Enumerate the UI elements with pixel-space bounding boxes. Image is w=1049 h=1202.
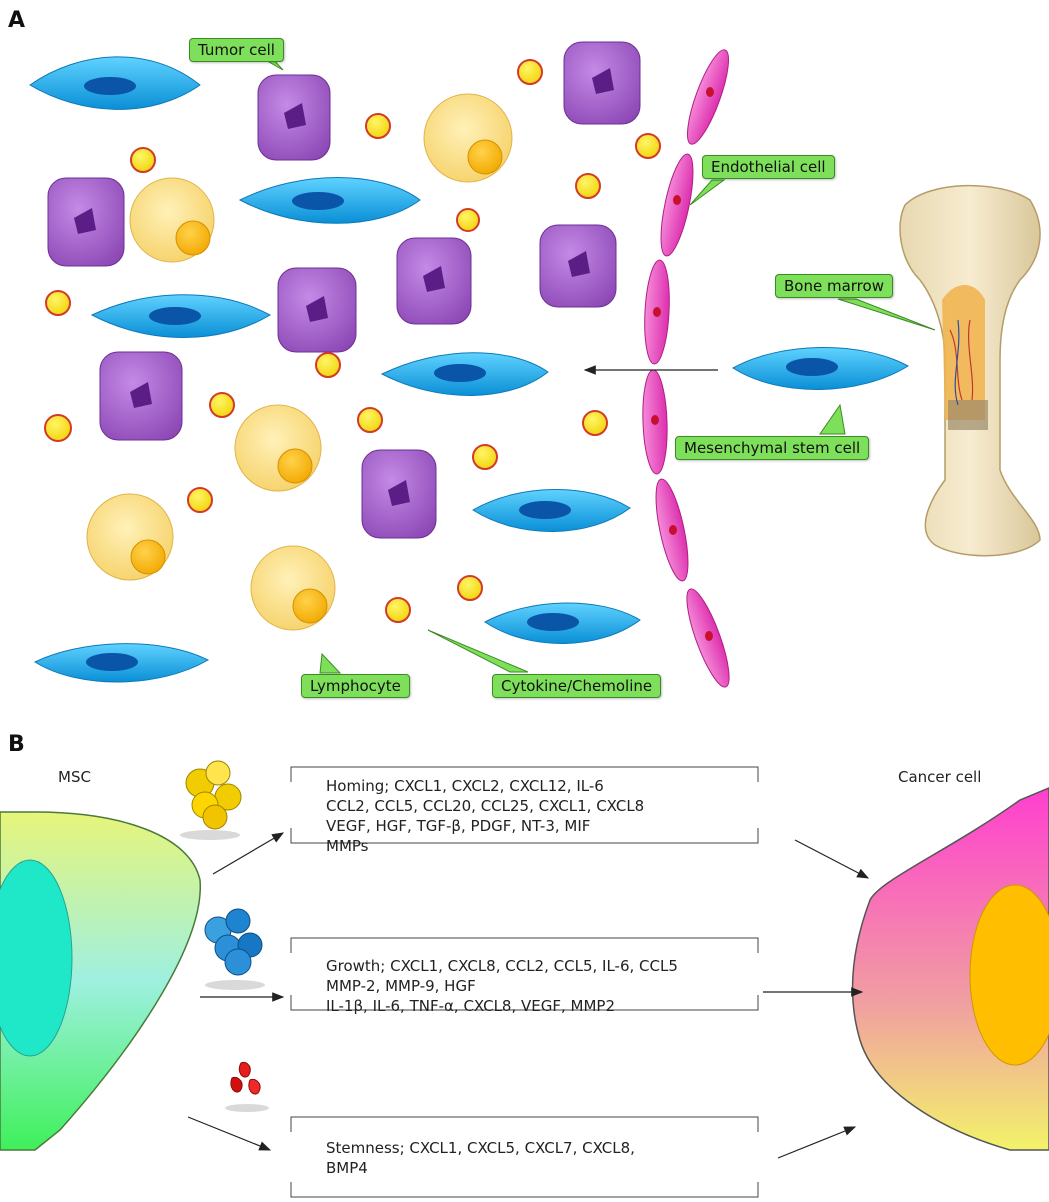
bone-marrow-label: Bone marrow xyxy=(775,274,893,298)
tumor-cell-label: Tumor cell xyxy=(189,38,284,62)
lymphocyte-label: Lymphocyte xyxy=(301,674,410,698)
mediator-line: Stemness; CXCL1, CXCL5, CXCL7, CXCL8, xyxy=(326,1138,635,1158)
bone-illustration xyxy=(900,186,1040,556)
tumor-cells xyxy=(48,42,640,538)
endothelial-cell-label: Endothelial cell xyxy=(702,155,835,179)
stemness-mediators: Stemness; CXCL1, CXCL5, CXCL7, CXCL8, BM… xyxy=(326,1138,635,1178)
mediator-line: IL-1β, IL-6, TNF-α, CXCL8, VEGF, MMP2 xyxy=(326,996,678,1016)
blue-molecule-icon xyxy=(205,909,265,990)
homing-mediators: Homing; CXCL1, CXCL2, CXCL12, IL-6 CCL2,… xyxy=(326,776,644,856)
growth-mediators: Growth; CXCL1, CXCL8, CCL2, CCL5, IL-6, … xyxy=(326,956,678,1016)
mediator-line: Homing; CXCL1, CXCL2, CXCL12, IL-6 xyxy=(326,776,644,796)
mediator-line: BMP4 xyxy=(326,1158,635,1178)
panel-b-letter: B xyxy=(8,732,25,757)
cancer-cell-label: Cancer cell xyxy=(898,768,981,786)
panel-a-letter: A xyxy=(8,8,25,33)
mesenchymal-stem-cell-label: Mesenchymal stem cell xyxy=(675,436,869,460)
mediator-line: CCL2, CCL5, CCL20, CCL25, CXCL1, CXCL8 xyxy=(326,796,644,816)
cancer-large-cell xyxy=(853,788,1049,1150)
mediator-line: Growth; CXCL1, CXCL8, CCL2, CCL5, IL-6, … xyxy=(326,956,678,976)
mediator-line: MMP-2, MMP-9, HGF xyxy=(326,976,678,996)
mediator-line: MMPs xyxy=(326,836,644,856)
msc-large-cell xyxy=(0,812,200,1150)
mediator-line: VEGF, HGF, TGF-β, PDGF, NT-3, MIF xyxy=(326,816,644,836)
yellow-molecule-icon xyxy=(180,761,241,840)
cytokine-label: Cytokine/Chemoline xyxy=(492,674,661,698)
msc-label: MSC xyxy=(58,768,91,786)
red-molecule-icon xyxy=(225,1062,269,1112)
